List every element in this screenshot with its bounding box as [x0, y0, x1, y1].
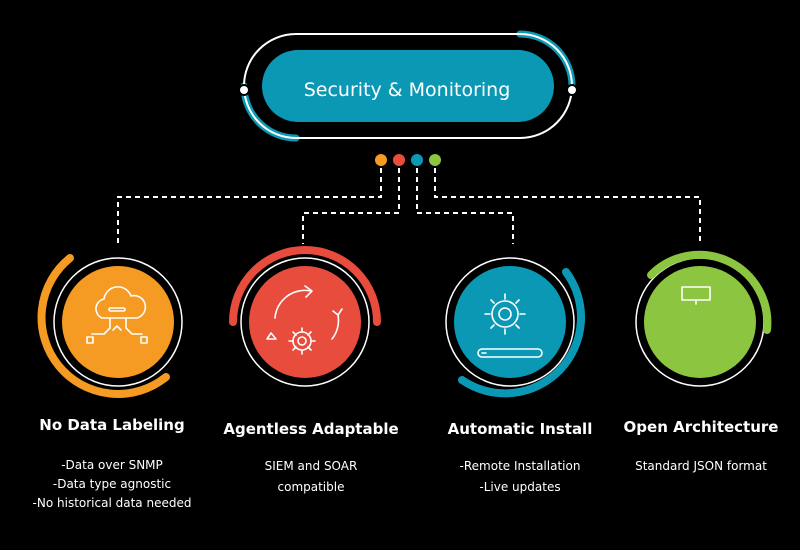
feature-line: -Live updates	[479, 480, 561, 494]
connector-3	[416, 168, 514, 244]
feature-line: SIEM and SOAR	[264, 459, 358, 473]
header-pill-fill	[262, 50, 554, 122]
feature-line: -Data type agnostic	[52, 477, 172, 491]
connector-2	[302, 168, 400, 244]
page-title: Security & Monitoring	[303, 79, 511, 101]
feature-caption-4: Open Architecture Standard JSON format	[610, 418, 792, 477]
feature-line: compatible	[277, 480, 345, 494]
feature-description: Standard JSON format	[610, 456, 792, 477]
feature-title: Open Architecture	[623, 418, 779, 436]
dot-teal	[411, 154, 423, 166]
feature-node-3	[445, 257, 585, 398]
feature-caption-1: No Data Labeling -Data over SNMP -Data t…	[13, 416, 211, 513]
feature-description: -Remote Installation -Live updates	[425, 456, 615, 498]
connector-dots	[375, 154, 441, 166]
feature-caption-2: Agentless Adaptable SIEM and SOAR compat…	[216, 420, 406, 498]
feature-line: Standard JSON format	[635, 459, 767, 473]
dot-green	[429, 154, 441, 166]
feature-title: No Data Labeling	[39, 416, 185, 434]
header-right-knob	[566, 84, 578, 96]
screen-icon	[681, 286, 711, 305]
feature-line: -Remote Installation	[459, 459, 581, 473]
feature-description: SIEM and SOAR compatible	[216, 456, 406, 498]
feature-caption-3: Automatic Install -Remote Installation -…	[425, 420, 615, 498]
header-pill	[238, 30, 578, 142]
cloud-network-icon	[86, 286, 148, 344]
feature-line: -No historical data needed	[32, 496, 192, 510]
feature-title: Automatic Install	[447, 420, 593, 438]
dot-red	[393, 154, 405, 166]
connector-lines	[117, 168, 701, 244]
feature-node-2	[229, 246, 381, 387]
gear-progress-icon	[477, 293, 543, 358]
feature-node-1	[37, 254, 183, 398]
gear-cycle-icon	[266, 285, 343, 355]
connector-4	[434, 168, 701, 244]
header-left-knob	[238, 84, 250, 96]
feature-description: -Data over SNMP -Data type agnostic -No …	[13, 456, 211, 513]
feature-line: -Data over SNMP	[61, 458, 163, 472]
feature-title: Agentless Adaptable	[223, 420, 399, 438]
feature-node-4	[635, 250, 772, 387]
dot-orange	[375, 154, 387, 166]
connector-1	[117, 168, 382, 244]
